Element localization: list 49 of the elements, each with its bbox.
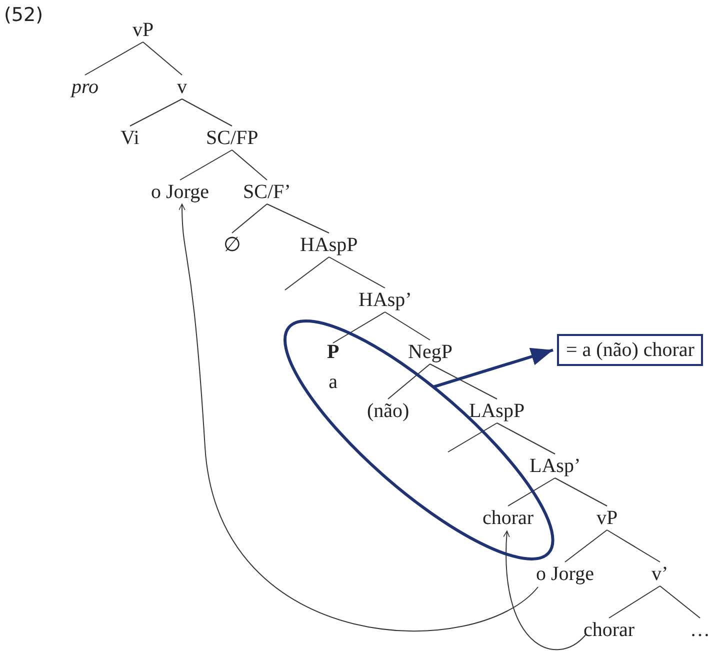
- tree-label: ∅: [224, 234, 240, 256]
- tree-label: vP: [596, 507, 618, 529]
- arrow: [432, 348, 554, 388]
- tree-branch: [328, 256, 386, 288]
- tree-label: LAsp’: [530, 455, 581, 477]
- tree-branch: [84, 42, 144, 76]
- boxed-gloss: = a (não) chorar: [557, 334, 704, 366]
- tree-branch: [564, 530, 608, 562]
- tree-label: chorar: [482, 506, 534, 529]
- tree-label: HAsp’: [358, 289, 412, 311]
- tree-label: P: [326, 340, 340, 363]
- tree-branch: [142, 42, 182, 76]
- tree-label: o Jorge: [536, 563, 594, 585]
- tree-branch: [448, 422, 498, 452]
- tree-branch: [130, 98, 182, 126]
- tree-label: SC/FP: [206, 127, 258, 149]
- tree-branch: [232, 204, 268, 234]
- example-number: (52): [4, 4, 44, 26]
- tree-branch: [608, 586, 660, 618]
- tree-label: NegP: [408, 341, 452, 363]
- tree-label: LAspP: [469, 400, 525, 422]
- tree-label: Vi: [120, 127, 140, 149]
- tree-branch: [384, 312, 430, 340]
- tree-branch: [180, 150, 232, 180]
- tree-branch: [182, 98, 232, 126]
- tree-label: …: [690, 619, 710, 641]
- tree-branch: [332, 312, 386, 344]
- tree-label: (não): [366, 400, 410, 422]
- tree-branch: [496, 422, 556, 454]
- tree-branch: [388, 364, 430, 400]
- tree-branch: [554, 478, 608, 506]
- tree-label: SC/F’: [243, 181, 291, 203]
- movement-arrow: [503, 530, 586, 650]
- tree-label: HAspP: [300, 234, 358, 256]
- tree-branch: [266, 204, 330, 234]
- movement-arrow: [178, 204, 538, 632]
- tree-branch: [660, 586, 700, 618]
- head-word: a: [328, 370, 339, 393]
- tree-branch: [430, 364, 498, 400]
- tree-label: pro: [72, 76, 99, 98]
- tree-branch: [232, 150, 268, 180]
- tree-branch: [508, 478, 556, 506]
- tree-label: v: [177, 76, 187, 98]
- tree-label: o Jorge: [151, 181, 209, 203]
- tree-label: vP: [132, 19, 154, 41]
- tree-label: chorar: [584, 619, 635, 641]
- tree-branch: [284, 256, 330, 290]
- tree-branch: [606, 530, 660, 562]
- tree-label: v’: [652, 563, 668, 585]
